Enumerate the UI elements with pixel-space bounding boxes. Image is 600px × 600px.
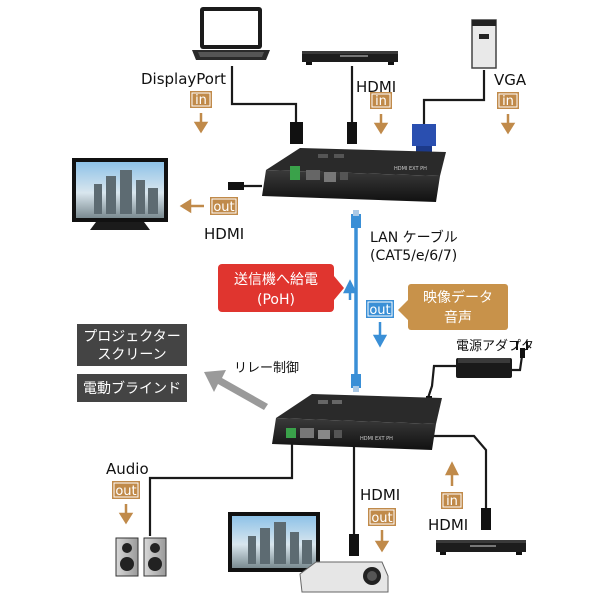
- svg-text:out: out: [115, 484, 136, 499]
- vga-cable: [422, 70, 486, 124]
- transmitter-device: HDMI EXT PH: [262, 148, 446, 202]
- audio-down-arrow: [118, 504, 134, 525]
- svg-text:out: out: [371, 511, 392, 526]
- displayport-in-badge: in: [190, 91, 212, 108]
- lan-cable: [351, 210, 361, 392]
- audio-out-badge: out: [112, 481, 140, 499]
- hdmi-connector-top: [347, 122, 357, 144]
- video-audio-box: 映像データ 音声: [398, 284, 508, 330]
- monitor-out-badge: out: [210, 197, 238, 215]
- lan-label-line1: LAN ケーブル: [370, 229, 458, 246]
- audio-cable: [148, 444, 294, 536]
- receiver-device: HDMI EXT PH: [272, 394, 442, 450]
- svg-text:スクリーン: スクリーン: [97, 347, 166, 363]
- svg-text:音声: 音声: [444, 309, 472, 326]
- hdmi-connector-projector: [349, 534, 359, 556]
- vga-connector: [412, 124, 436, 152]
- power-adapter-label: 電源アダプタ: [456, 339, 534, 354]
- vga-in-badge: in: [497, 92, 519, 109]
- bluray-player-top: [302, 51, 398, 65]
- speakers: [115, 537, 167, 577]
- svg-text:映像データ: 映像データ: [423, 289, 493, 306]
- svg-text:電動ブラインド: 電動ブラインド: [83, 380, 181, 397]
- hdmi-out-down-arrow: [374, 530, 390, 553]
- lan-label-line2: (CAT5/e/6/7): [370, 248, 457, 264]
- hdmi-in-up-arrow: [444, 461, 460, 486]
- electric-blind-box: 電動ブラインド: [77, 374, 187, 402]
- displayport-arrow: [193, 113, 209, 134]
- hdmi-top-arrow: [373, 114, 389, 135]
- monitor-hdmi-connector: [228, 182, 244, 190]
- projector-screen-box: プロジェクター スクリーン: [77, 324, 187, 366]
- transmitter-model-print: HDMI EXT PH: [394, 166, 427, 172]
- svg-text:(PoH): (PoH): [257, 292, 295, 308]
- relay-arrow: [204, 370, 268, 410]
- monitor-hdmi-label: HDMI: [204, 225, 244, 243]
- vga-label: VGA: [494, 71, 527, 89]
- audio-label: Audio: [106, 460, 149, 478]
- displayport-label: DisplayPort: [141, 70, 226, 88]
- bluray-player-bottom: [436, 540, 526, 555]
- relay-label: リレー制御: [234, 361, 299, 376]
- hdmi-in-label: HDMI: [428, 516, 468, 534]
- monitor: [72, 158, 168, 230]
- projector: [299, 561, 389, 593]
- poh-up-arrow: [342, 279, 358, 300]
- hdmi-out-label: HDMI: [360, 486, 400, 504]
- displayport-cable: [230, 66, 298, 122]
- svg-text:out: out: [213, 200, 234, 215]
- svg-text:プロジェクター: プロジェクター: [83, 329, 180, 345]
- displayport-connector: [290, 122, 303, 144]
- svg-text:送信機へ給電: 送信機へ給電: [234, 272, 318, 288]
- pc-tower: [471, 19, 497, 69]
- poh-box: 送信機へ給電 (PoH): [218, 264, 344, 312]
- svg-text:out: out: [369, 303, 390, 318]
- vga-arrow: [500, 114, 516, 135]
- hdmi-top-in-badge: in: [370, 92, 392, 109]
- hdmi-in-cable: [432, 434, 488, 508]
- laptop: [192, 7, 270, 60]
- monitor-out-arrow: [179, 198, 204, 214]
- receiver-model-print: HDMI EXT PH: [360, 436, 393, 442]
- svg-text:in: in: [502, 94, 514, 109]
- hdmi-top-label: HDMI: [356, 78, 396, 96]
- lan-out-badge: out: [366, 300, 394, 318]
- hdmi-in-badge: in: [441, 492, 463, 509]
- hdmi-out-badge: out: [368, 508, 396, 526]
- lan-down-arrow: [372, 322, 388, 348]
- svg-text:in: in: [446, 494, 458, 509]
- svg-text:in: in: [375, 94, 387, 109]
- projection-screen: [228, 512, 320, 572]
- svg-text:in: in: [195, 93, 207, 108]
- power-cable: [426, 364, 460, 399]
- hdmi-connector-bluray: [481, 508, 491, 530]
